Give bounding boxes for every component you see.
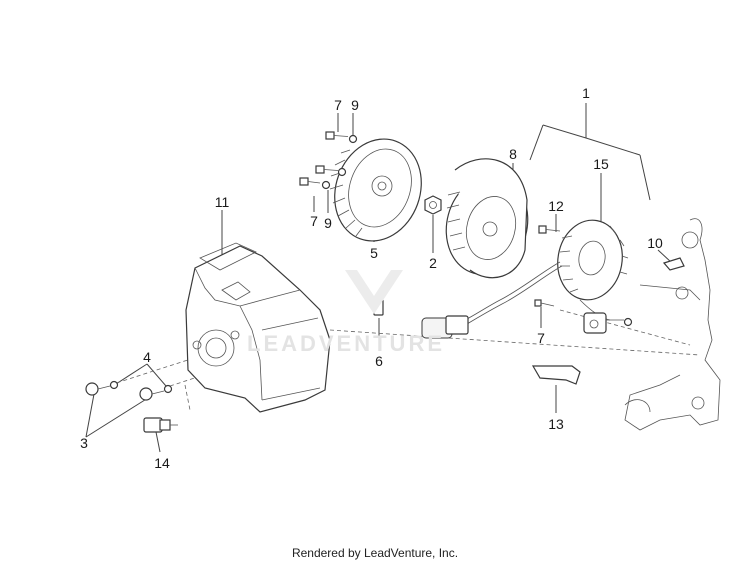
part-2-nut xyxy=(424,195,442,215)
engine-case-outline xyxy=(624,218,721,431)
part-13-bracket xyxy=(531,365,581,385)
callout-12: 12 xyxy=(548,198,564,214)
part-8-flywheel xyxy=(445,158,529,279)
part-10-clip xyxy=(662,257,685,271)
part-12-screw xyxy=(538,225,561,234)
callout-7-right: 7 xyxy=(537,330,545,346)
callout-14: 14 xyxy=(154,455,170,471)
wire-harness xyxy=(421,261,633,339)
callout-9-left: 9 xyxy=(324,215,332,231)
part-14-switch xyxy=(143,417,178,433)
watermark-logo-icon xyxy=(345,270,403,314)
callout-11: 11 xyxy=(214,194,230,210)
part-11-fan-cover xyxy=(185,242,331,413)
callout-9-top: 9 xyxy=(351,97,359,113)
part-15-stator xyxy=(557,219,629,301)
callout-4: 4 xyxy=(143,349,151,365)
callout-1: 1 xyxy=(582,85,590,101)
callout-6: 6 xyxy=(375,353,383,369)
callout-3: 3 xyxy=(80,435,88,451)
callout-7-left: 7 xyxy=(310,213,318,229)
part-7-screw-right xyxy=(534,299,555,307)
callout-8: 8 xyxy=(509,146,517,162)
render-credit-footer: Rendered by LeadVenture, Inc. xyxy=(291,546,459,560)
callout-5: 5 xyxy=(370,245,378,261)
bolts-7-9 xyxy=(299,131,358,190)
callout-7-top: 7 xyxy=(334,97,342,113)
callout-10: 10 xyxy=(647,235,663,251)
part-5-fan xyxy=(329,138,422,242)
callout-15: 15 xyxy=(593,156,609,172)
callout-2: 2 xyxy=(429,255,437,271)
watermark-text: LEADVENTURE xyxy=(247,331,446,356)
callout-13: 13 xyxy=(548,416,564,432)
parts-3-4-screws xyxy=(85,380,173,401)
